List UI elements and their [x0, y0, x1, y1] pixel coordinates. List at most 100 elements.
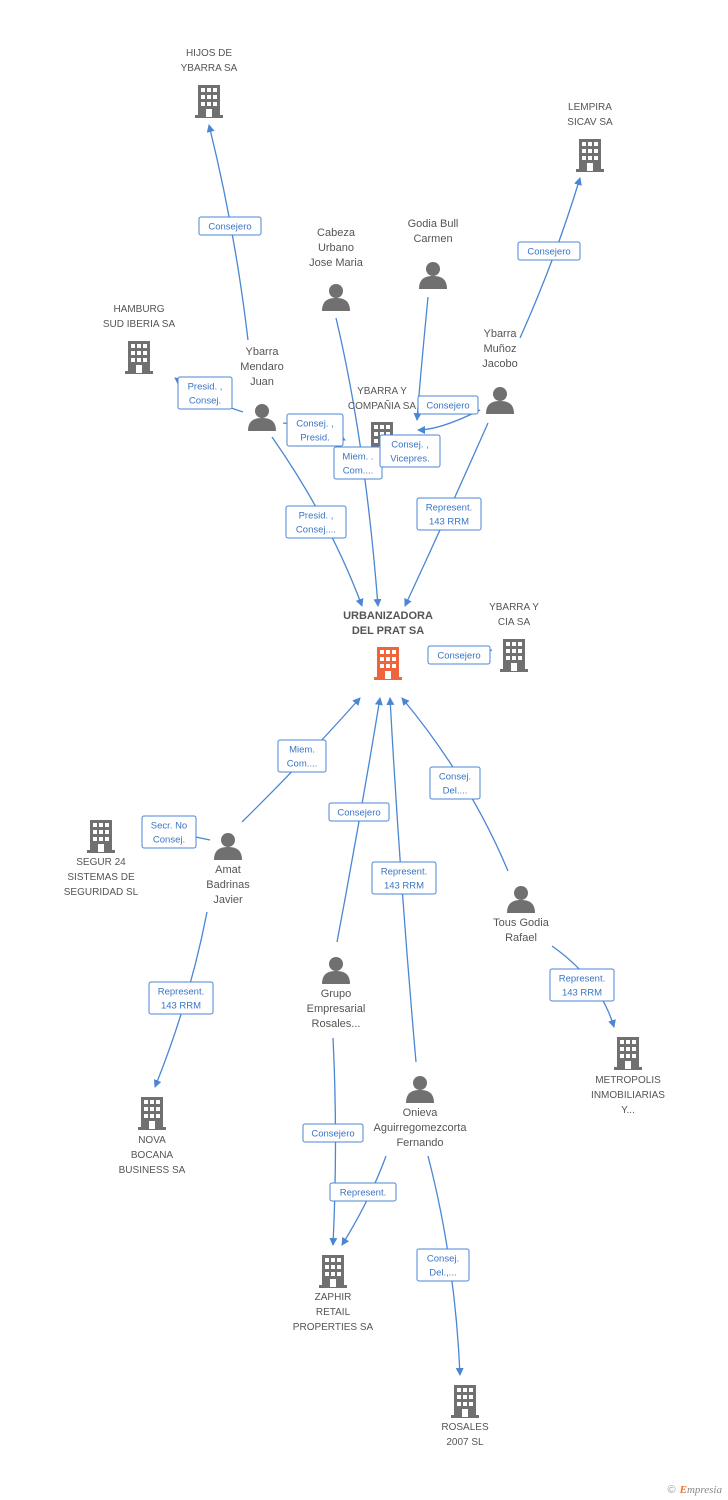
edge-label-text: Consejero — [208, 222, 251, 233]
node-label-line: Jacobo — [482, 358, 517, 370]
edge-label-text: Consej. — [439, 772, 471, 783]
person-icon — [214, 833, 242, 860]
edge-label-text: Consejero — [437, 651, 480, 662]
building-icon-central — [374, 647, 402, 680]
edge-label-e11[interactable]: Miem.Com.... — [277, 739, 327, 773]
edge-label-text: Consej. — [427, 1254, 459, 1265]
person-node-grupo[interactable]: GrupoEmpresarialRosales... — [307, 957, 366, 1030]
edge-label-box — [328, 802, 390, 822]
edge-label-box — [141, 815, 197, 849]
node-label-line: Y... — [621, 1105, 635, 1116]
edge-label-text: Vicepres. — [390, 454, 429, 465]
node-label-line: CIA SA — [498, 617, 531, 628]
edge-label-e1[interactable]: Consejero — [198, 216, 262, 236]
edge-label-text: Com.... — [343, 466, 374, 477]
edge-label-text: Secr. No — [151, 821, 187, 832]
node-label-line: HAMBURG — [113, 304, 164, 315]
edge-label-box — [379, 434, 441, 468]
node-label-line: Mendaro — [240, 361, 283, 373]
node-label-line: PROPERTIES SA — [293, 1322, 374, 1333]
empresia-watermark[interactable]: ©Empresia — [668, 1484, 723, 1496]
node-label-line: SEGURIDAD SL — [64, 887, 139, 898]
node-label-line: Badrinas — [206, 879, 250, 891]
edge-label-e7[interactable]: Consej. , Vicepres. — [379, 434, 441, 468]
edge-label-e18[interactable]: Consejero — [302, 1123, 364, 1143]
edge-label-box — [148, 981, 214, 1015]
node-label-line: 2007 SL — [446, 1437, 484, 1448]
company-node-metropolis[interactable]: METROPOLISINMOBILIARIASY... — [591, 1037, 665, 1116]
node-label-line: Rosales... — [312, 1018, 361, 1030]
edge-label-e17[interactable]: Represent.143 RRM — [549, 968, 615, 1002]
edge-label-e10[interactable]: Consejero — [427, 645, 491, 665]
edge-label-box — [427, 645, 491, 665]
edge-label-text: 143 RRM — [429, 517, 469, 528]
edge-label-box — [517, 241, 581, 261]
edge-label-text: 143 RRM — [384, 881, 424, 892]
edge-label-e19[interactable]: Represent. — [329, 1182, 397, 1202]
node-label-line: Javier — [213, 894, 243, 906]
node-label-line: YBARRA Y — [489, 602, 539, 613]
edge-label-e6[interactable]: Consejero — [417, 395, 479, 415]
edge-label-e3[interactable]: Consej. , Presid. — [286, 413, 344, 447]
edge-label-e13[interactable]: Represent.143 RRM — [148, 981, 214, 1015]
building-icon — [500, 639, 528, 672]
node-label-line: Rafael — [505, 932, 537, 944]
edge-label-text: Consej. , — [391, 440, 429, 451]
edge-label-box — [302, 1123, 364, 1143]
edge-label-text: Consej.... — [296, 525, 336, 536]
building-icon — [614, 1037, 642, 1070]
node-label-line: Ybarra — [483, 328, 517, 340]
edge-label-box — [416, 497, 482, 531]
edge-label-e14[interactable]: Consejero — [328, 802, 390, 822]
edge-label-text: Del.... — [443, 786, 468, 797]
edge-label-text: Consejero — [527, 247, 570, 258]
edge-label-e5[interactable]: Miem. .Com.... — [333, 446, 383, 480]
company-node-ybarracia[interactable]: YBARRA Y CIA SA — [489, 602, 539, 672]
edge-label-text: 143 RRM — [562, 988, 602, 999]
node-label-line: BOCANA — [131, 1150, 174, 1161]
edge-label-text: Consej. , — [296, 419, 334, 430]
node-label-line: Aguirregomezcorta — [374, 1122, 468, 1134]
building-icon — [87, 820, 115, 853]
edge-label-e16[interactable]: Consej. Del.... — [429, 766, 481, 800]
building-icon — [138, 1097, 166, 1130]
edge-label-e2[interactable]: Presid. ,Consej. — [177, 376, 233, 410]
person-icon — [419, 262, 447, 289]
person-icon — [507, 886, 535, 913]
edge-label-e8[interactable]: Consejero — [517, 241, 581, 261]
edge-label-e9[interactable]: Represent.143 RRM — [416, 497, 482, 531]
node-label-line: Tous Godia — [493, 917, 550, 929]
node-label-line: Empresarial — [307, 1003, 366, 1015]
node-label-line: Godia Bull — [408, 218, 459, 230]
edge-label-box — [285, 505, 347, 539]
edge-label-text: Presid. — [300, 433, 330, 444]
node-label-line: Urbano — [318, 242, 354, 254]
edge-label-e4[interactable]: Presid. ,Consej.... — [285, 505, 347, 539]
edge-label-e20[interactable]: Consej.Del.,... — [416, 1248, 470, 1282]
edge-label-text: Consejero — [426, 401, 469, 412]
node-label-line: NOVA — [138, 1135, 166, 1146]
node-label-line: Grupo — [321, 988, 352, 1000]
node-label-line: HIJOS DE — [186, 48, 232, 59]
edge-label-e15[interactable]: Represent.143 RRM — [371, 861, 437, 895]
person-icon — [322, 957, 350, 984]
